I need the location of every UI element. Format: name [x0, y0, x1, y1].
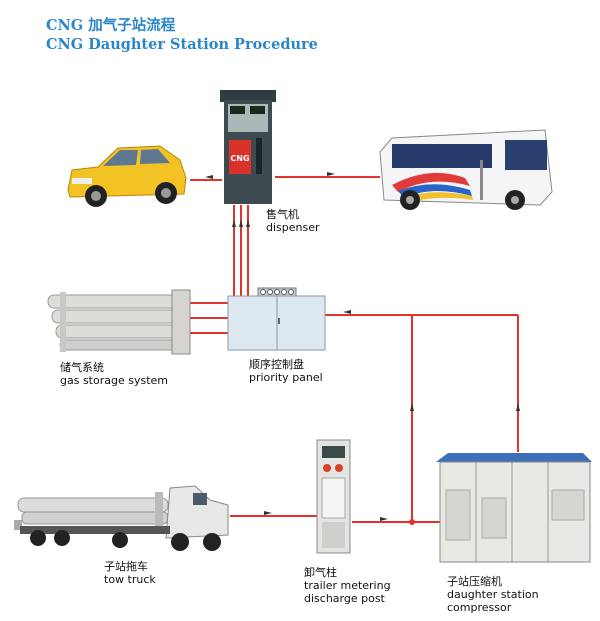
tow-truck-label-en: tow truck	[104, 573, 156, 586]
cng-badge	[229, 140, 251, 174]
tow-truck-illustration	[14, 485, 229, 551]
tow-truck-label: 子站拖车 tow truck	[104, 560, 156, 586]
discharge-post-label-en-1: trailer metering	[304, 579, 391, 592]
priority-panel-label: 顺序控制盘 priority panel	[249, 358, 323, 384]
discharge-post-label: 卸气柱 trailer metering discharge post	[304, 566, 391, 605]
priority-panel-illustration	[227, 287, 326, 351]
gas-storage-illustration	[47, 289, 191, 355]
gas-storage-label-cn: 储气系统	[60, 361, 104, 374]
dispenser-illustration	[220, 90, 276, 204]
dispenser-label: 售气机 dispenser	[266, 208, 320, 234]
dispenser-label-en: dispenser	[266, 221, 320, 234]
pipe-junction	[409, 519, 415, 525]
priority-panel-label-en: priority panel	[249, 371, 323, 384]
discharge-post-label-en-2: discharge post	[304, 592, 385, 605]
arrow-up-1	[232, 220, 236, 227]
title-chinese: CNG 加气子站流程	[46, 17, 176, 34]
gas-storage-label: 储气系统 gas storage system	[60, 361, 168, 387]
compressor-label-en: daughter station compressor	[447, 588, 539, 614]
dispenser-label-cn: 售气机	[266, 208, 299, 221]
arrow-up-bypass	[410, 403, 414, 411]
flow-arrows	[205, 172, 520, 521]
priority-panel-label-cn: 顺序控制盘	[249, 358, 304, 371]
car-illustration	[67, 145, 187, 207]
bus-illustration	[379, 129, 553, 210]
arrow-truck-post	[264, 511, 272, 515]
cng-badge-text: CNG	[230, 154, 249, 163]
arrow-up-2	[239, 220, 243, 227]
gas-storage-label-en: gas storage system	[60, 374, 169, 387]
arrow-to-panel	[343, 310, 351, 314]
arrow-to-car	[205, 175, 213, 179]
discharge-post-illustration	[316, 439, 351, 554]
compressor-label-cn: 子站压缩机	[447, 575, 502, 588]
compressor-illustration	[436, 453, 592, 563]
arrow-up-3	[246, 220, 250, 227]
compressor-label: 子站压缩机 daughter station compressor	[447, 575, 600, 614]
discharge-post-label-cn: 卸气柱	[304, 566, 337, 579]
arrow-up-compressor	[516, 403, 520, 411]
arrow-post-compressor	[380, 517, 388, 521]
arrow-to-bus	[327, 172, 335, 176]
title-english: CNG Daughter Station Procedure	[46, 36, 318, 53]
tow-truck-label-cn: 子站拖车	[104, 560, 148, 573]
